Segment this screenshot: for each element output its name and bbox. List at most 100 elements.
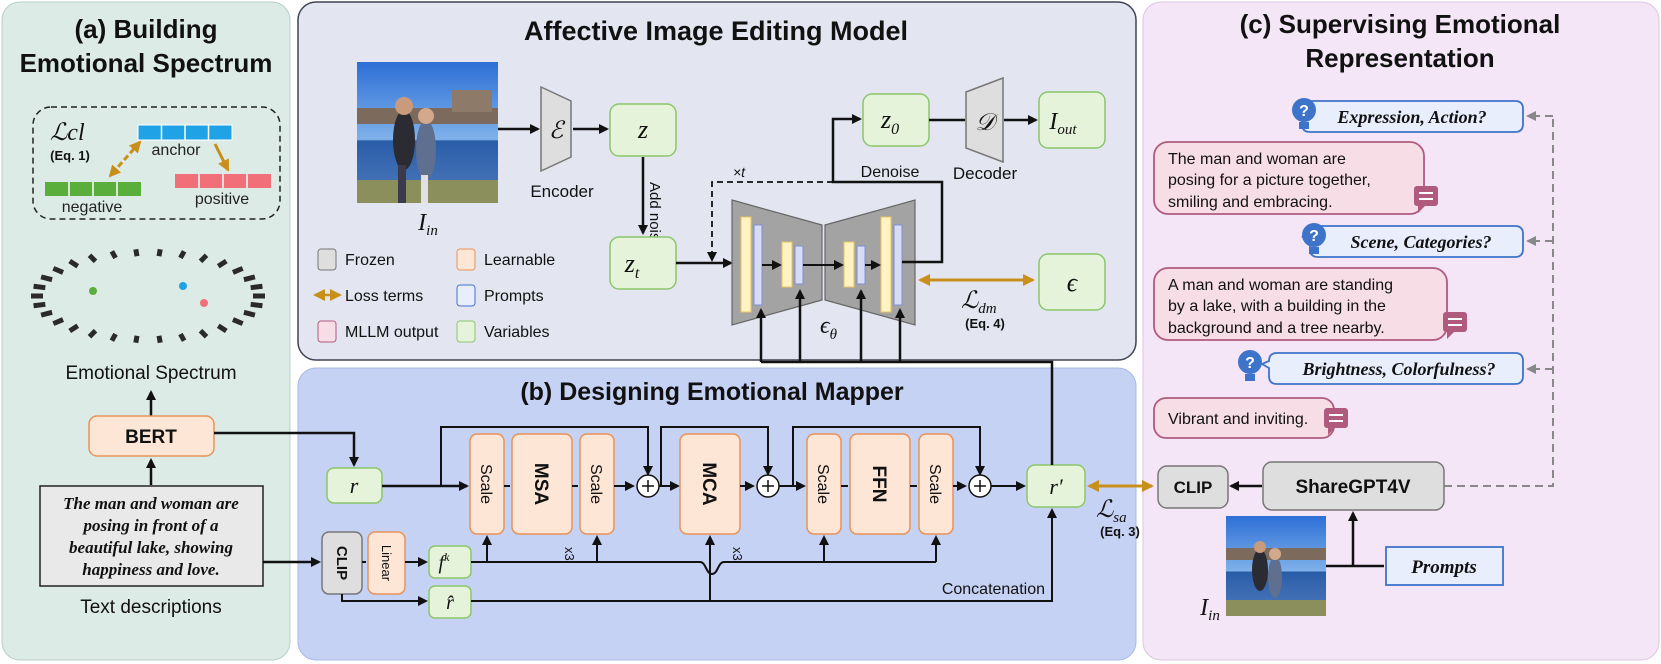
spectrum-label: Emotional Spectrum [65, 363, 236, 384]
spectrum-tick [109, 332, 118, 342]
loss-sa-equation: (Eq. 3) [1100, 524, 1140, 539]
unet-features [740, 216, 903, 313]
text-descriptions-label: Text descriptions [80, 597, 222, 618]
epsilon-box [1038, 253, 1106, 311]
z-box [609, 103, 677, 157]
fk-label: fk [439, 550, 451, 574]
scale-label-3: Scale [814, 464, 831, 504]
legend-frozen: Frozen [345, 252, 395, 269]
question-2: Scene, Categories? [1351, 232, 1492, 252]
question-bulb-icon: ? [1238, 350, 1262, 381]
loss-cl-equation: (Eq. 1) [50, 148, 90, 163]
chat-bubble-icon [1443, 312, 1467, 339]
encoder-block [540, 85, 572, 173]
answer-1-line1: The man and woman are [1168, 151, 1346, 168]
loss-dm-equation: (Eq. 4) [965, 316, 1005, 331]
svg-text:?: ? [1299, 103, 1309, 120]
spectrum-tick [178, 250, 187, 260]
linear-label: Linear [379, 545, 394, 582]
clip-box-c [1157, 465, 1229, 509]
legend-variables: Variables [484, 324, 550, 341]
answer-1-line2: posing for a picture together, [1168, 172, 1371, 189]
spectrum-tick [87, 328, 98, 339]
spectrum-tick [243, 309, 256, 318]
decoder-label: Decoder [953, 164, 1018, 183]
r-hat-label: r̂ [446, 592, 454, 614]
bert-to-r-arrow [214, 431, 359, 467]
unet-to-z0-arrow [831, 114, 944, 264]
main-title: Affective Image Editing Model [524, 16, 908, 46]
spectrum-tick [216, 258, 228, 269]
text-desc-line4: happiness and love. [82, 560, 219, 579]
question-bulb-icon: ? [1302, 223, 1326, 254]
z-label: z [637, 115, 648, 144]
spectrum-tick [231, 317, 244, 326]
answer-1-line3: smiling and embracing. [1168, 194, 1333, 211]
unet-decoder-half [824, 199, 916, 326]
panel-c-title-line1: (c) Supervising Emotional [1240, 9, 1561, 39]
scale-box-1 [469, 433, 505, 535]
anchor-negative-loss-arrow [108, 140, 142, 178]
legend-learnable-swatch [456, 248, 476, 271]
negative-embedding [45, 182, 141, 196]
panel-model-background [297, 1, 1137, 361]
clip-label-c: CLIP [1174, 478, 1213, 497]
scale-label-4: Scale [926, 464, 943, 504]
anchor-positive-loss-arrow [213, 143, 230, 172]
zt-box [609, 236, 677, 290]
legend-loss-terms: Loss terms [345, 288, 423, 305]
denoise-label: Denoise [861, 164, 920, 181]
bert-label: BERT [125, 427, 177, 448]
mca-label: MCA [698, 462, 719, 506]
spectrum-tick [198, 253, 209, 264]
spectrum-tick [33, 301, 46, 309]
iout-box [1038, 91, 1106, 149]
anchor-embedding [137, 124, 233, 141]
svg-text:?: ? [1245, 355, 1255, 372]
sharegpt-box [1262, 461, 1445, 511]
text-desc-line2: posing in front of a [81, 516, 219, 535]
answer-3-line1: Vibrant and inviting. [1168, 411, 1308, 428]
chat-bubble-icon [1324, 408, 1348, 435]
spectrum-tick [156, 335, 163, 344]
r-prime-to-unet [761, 360, 1054, 465]
spectrum-tick [87, 253, 98, 264]
input-label-top-I: I [417, 210, 427, 236]
text-description-box [39, 485, 264, 587]
scale-box-3 [806, 433, 842, 535]
spectrum-point-red [200, 299, 208, 307]
residual-skip-3 [792, 426, 985, 486]
spectrum-tick [156, 248, 163, 257]
spectrum-tick [178, 332, 187, 342]
clip-to-rhat [341, 594, 428, 606]
r-prime-box [1026, 464, 1086, 508]
legend-prompts: Prompts [484, 288, 544, 305]
scale-box-2 [579, 433, 615, 535]
legend: Frozen Learnable Loss terms Prompts MLLM… [313, 248, 555, 343]
msa-box [511, 433, 573, 535]
ffn-label: FFN [868, 466, 889, 503]
input-image-bottom [1226, 516, 1326, 616]
times-t-label: ×t [733, 164, 746, 180]
negative-label: negative [62, 199, 123, 216]
add-node-2 [756, 474, 780, 498]
answer-2-line2: by a lake, with a building in the [1168, 298, 1386, 315]
spectrum-tick [68, 323, 80, 334]
spectrum-point-blue [179, 282, 187, 290]
panel-c-title-line2: Representation [1305, 43, 1494, 73]
loss-cl-symbol: ℒcl [50, 120, 85, 146]
answer-2-line3: background and a tree nearby. [1168, 320, 1385, 337]
add-node-1 [636, 474, 660, 498]
spectrum-tick [68, 258, 80, 269]
concatenation-label: Concatenation [942, 581, 1045, 598]
answer-2-line1: A man and woman are standing [1168, 277, 1393, 294]
spectrum-tick [133, 335, 140, 344]
answer-box-1 [1153, 141, 1425, 215]
decoder-block [965, 76, 1004, 164]
spectrum-point-green [89, 287, 97, 295]
scale-box-4 [918, 433, 954, 535]
add-node-3 [968, 474, 992, 498]
svg-text:?: ? [1309, 228, 1319, 245]
prompts-box [1385, 546, 1504, 586]
